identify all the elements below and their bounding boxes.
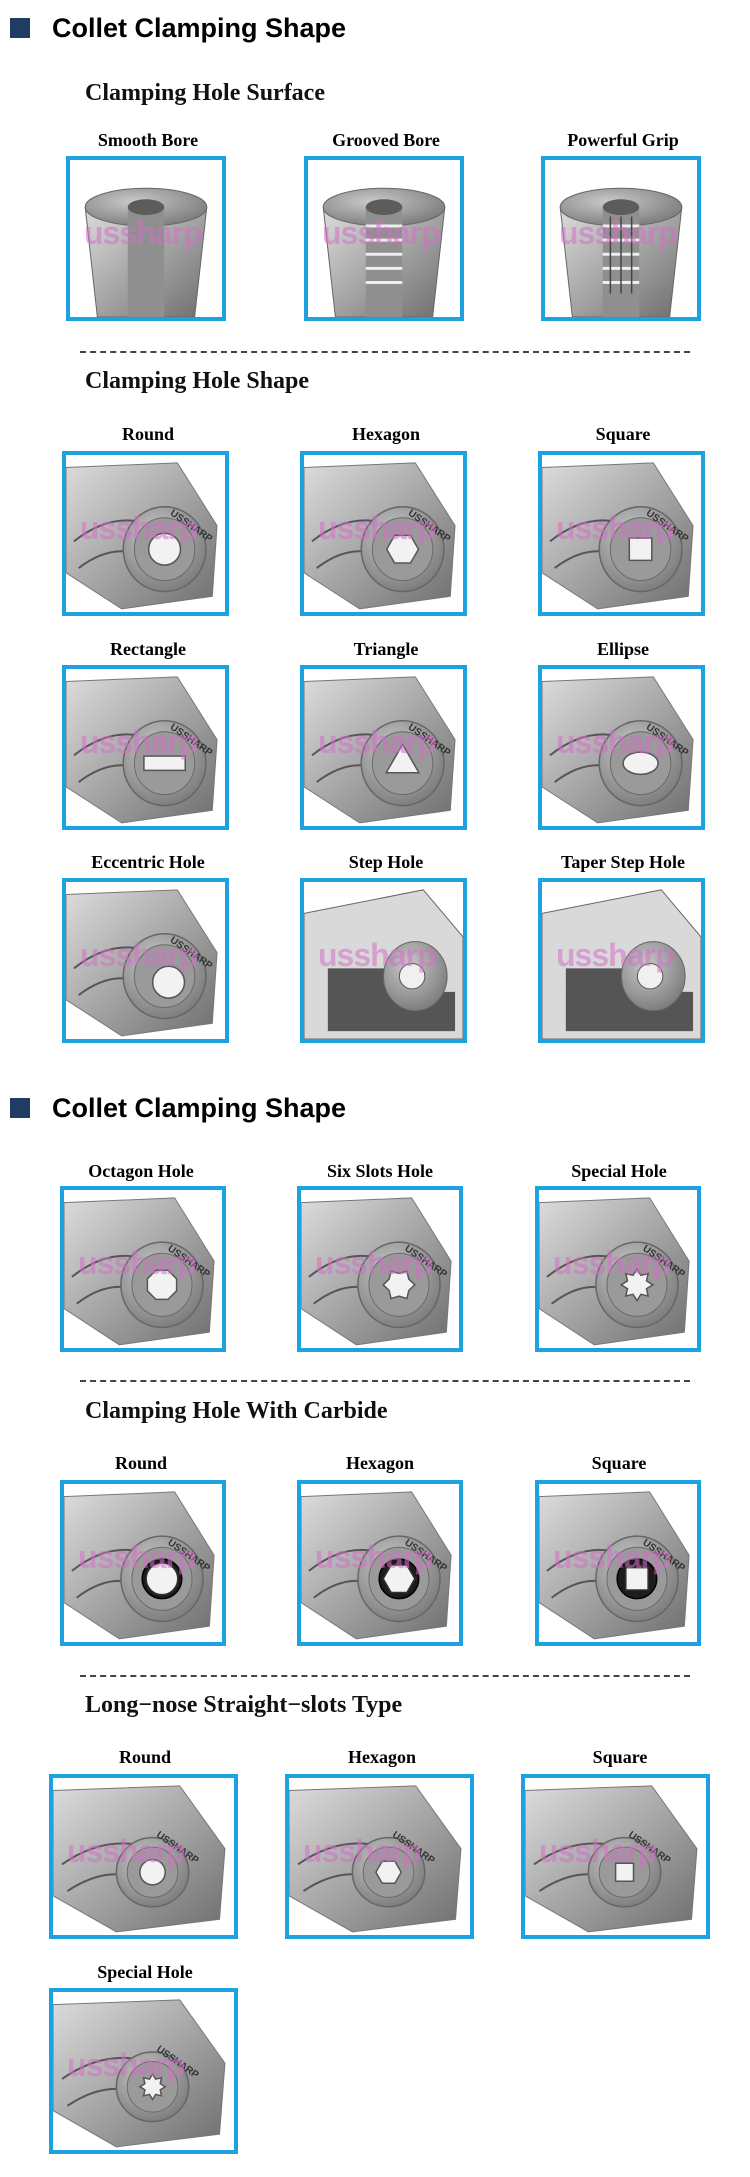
section-title: Collet Clamping Shape <box>52 1092 347 1123</box>
collet-tile: ussharp <box>304 156 464 321</box>
item-label: Triangle <box>353 639 419 659</box>
collet-illustration: USSHARP <box>539 1491 690 1640</box>
section-title: Collet Clamping Shape <box>52 12 347 43</box>
collet-illustration: USSHARP <box>304 676 456 824</box>
item-label: Square <box>595 424 651 444</box>
subsection-title: Clamping Hole Shape <box>85 368 310 394</box>
subsection-title: Clamping Hole Surface <box>85 80 325 106</box>
item-label: Powerful Grip <box>567 130 679 150</box>
item-label: Special Hole <box>571 1161 667 1181</box>
collet-illustration: USSHARP <box>304 462 456 610</box>
collet-illustration <box>84 187 208 317</box>
section-heading-2: Collet Clamping Shape <box>10 1093 346 1123</box>
collet-illustration: USSHARP <box>64 1491 215 1640</box>
item-label: Hexagon <box>345 1453 414 1473</box>
item-label: Hexagon <box>351 424 420 444</box>
collet-illustration: USSHARP <box>66 676 218 824</box>
section-divider <box>80 1380 690 1382</box>
item-label: Smooth Bore <box>97 130 199 150</box>
collet-illustration: USSHARP <box>66 889 218 1037</box>
collet-illustration: USSHARP <box>542 676 694 824</box>
item-label: Ellipse <box>596 639 649 659</box>
section-divider <box>80 1675 690 1677</box>
collet-illustration <box>304 889 463 1039</box>
collet-illustration: USSHARP <box>66 462 218 610</box>
collet-illustration: USSHARP <box>301 1491 452 1640</box>
collet-tile: ussharp <box>541 156 701 321</box>
section-divider <box>80 351 690 353</box>
collet-illustration: USSHARP <box>301 1197 452 1346</box>
subsection-title: Clamping Hole With Carbide <box>85 1398 388 1424</box>
item-label: Octagon Hole <box>88 1161 194 1181</box>
collet-illustration: USSHARP <box>542 462 694 610</box>
item-label: Eccentric Hole <box>91 852 205 872</box>
item-label: Round <box>114 1453 168 1473</box>
item-label: Grooved Bore <box>332 130 440 150</box>
collet-illustration <box>542 889 701 1039</box>
item-label: Square <box>592 1747 648 1767</box>
collet-illustration: USSHARP <box>525 1785 698 1933</box>
collet-illustration: USSHARP <box>539 1197 690 1346</box>
collet-illustration: USSHARP <box>53 1785 226 1933</box>
item-label: Hexagon <box>347 1747 416 1767</box>
item-label: Round <box>121 424 175 444</box>
collet-illustration <box>559 187 683 317</box>
collet-illustration: USSHARP <box>64 1197 215 1346</box>
item-label: Taper Step Hole <box>560 852 685 872</box>
collet-tile: ussharp <box>538 878 705 1043</box>
heading-square-icon <box>10 1098 30 1118</box>
collet-tile: ussharp <box>300 878 467 1043</box>
item-label: Six Slots Hole <box>326 1161 433 1181</box>
item-label: Rectangle <box>110 639 186 659</box>
item-label: Step Hole <box>348 852 424 872</box>
collet-illustration: USSHARP <box>289 1785 462 1933</box>
item-label: Square <box>591 1453 647 1473</box>
collet-illustration: USSHARP <box>53 1999 226 2148</box>
section-heading-1: Collet Clamping Shape <box>10 13 346 43</box>
collet-tile: ussharp <box>66 156 226 321</box>
item-label: Round <box>118 1747 172 1767</box>
subsection-title: Long−nose Straight−slots Type <box>85 1692 403 1718</box>
heading-square-icon <box>10 18 30 38</box>
collet-illustration <box>322 187 446 317</box>
item-label: Special Hole <box>97 1962 193 1982</box>
